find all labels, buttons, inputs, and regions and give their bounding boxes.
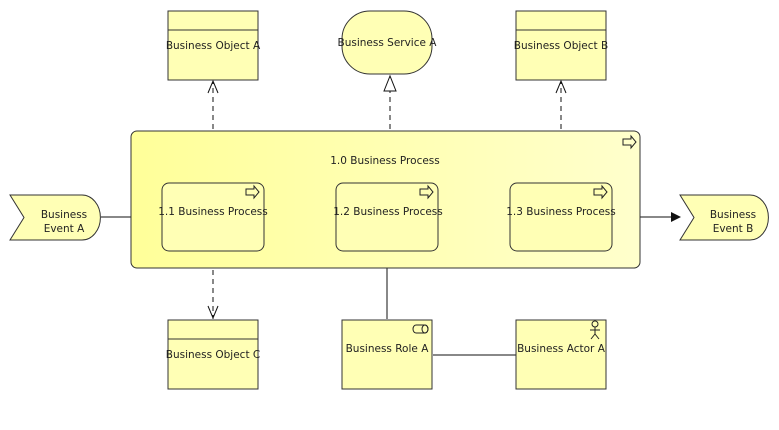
business-event-b-line1: Business xyxy=(710,209,756,221)
business-service-a-label: Business Service A xyxy=(338,37,438,49)
realization-arrowhead xyxy=(383,74,397,92)
process-1-2-label: 1.2 Business Process xyxy=(333,206,443,218)
business-object-c[interactable]: Business Object C xyxy=(166,319,261,390)
business-role-a-label: Business Role A xyxy=(346,343,430,355)
access-arrowhead-object-b xyxy=(555,79,567,94)
process-arrow-icon xyxy=(419,184,434,200)
business-object-b-label: Business Object B xyxy=(514,40,608,52)
actor-stick-figure-icon xyxy=(590,320,600,340)
process-1-3[interactable]: 1.3 Business Process xyxy=(506,182,616,252)
business-role-a[interactable]: Business Role A xyxy=(341,319,433,390)
business-actor-a[interactable]: Business Actor A xyxy=(515,319,607,390)
process-arrow-icon xyxy=(245,184,260,200)
role-cylinder-icon xyxy=(412,324,429,334)
business-event-a-line2: Event A xyxy=(44,223,85,235)
process-1-1[interactable]: 1.1 Business Process xyxy=(158,182,268,252)
business-event-a-line1: Business xyxy=(41,209,87,221)
access-arrowhead-object-a xyxy=(207,79,219,94)
process-1-2[interactable]: 1.2 Business Process xyxy=(333,182,443,252)
business-object-c-label: Business Object C xyxy=(166,349,261,361)
process-1-1-label: 1.1 Business Process xyxy=(158,206,268,218)
business-event-a[interactable]: Business Event A xyxy=(9,194,101,241)
business-object-a[interactable]: Business Object A xyxy=(166,10,261,81)
business-object-b[interactable]: Business Object B xyxy=(514,10,608,81)
process-1-3-label: 1.3 Business Process xyxy=(506,206,616,218)
process-arrow-icon xyxy=(593,184,608,200)
process-arrow-icon xyxy=(622,134,637,150)
access-arrowhead-down xyxy=(207,305,219,320)
business-event-b[interactable]: Business Event B xyxy=(679,194,769,241)
business-process-main-label: 1.0 Business Process xyxy=(330,155,440,167)
business-actor-a-label: Business Actor A xyxy=(517,343,606,355)
business-service-a[interactable]: Business Service A xyxy=(338,10,438,75)
business-event-b-line2: Event B xyxy=(713,223,754,235)
business-object-a-label: Business Object A xyxy=(166,40,261,52)
